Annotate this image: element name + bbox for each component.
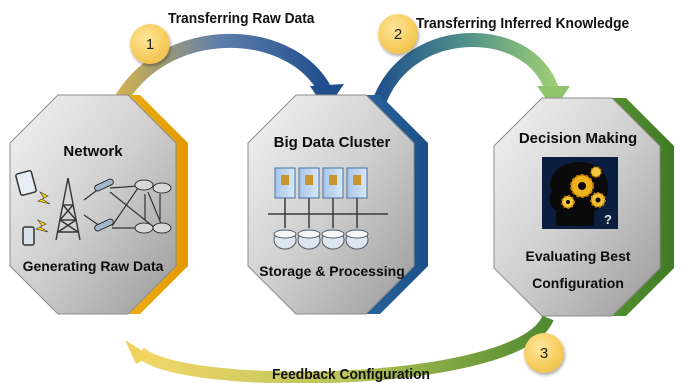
transfer-raw-data-label: Transferring Raw Data [168, 10, 315, 27]
antenna-tower-icon [55, 177, 81, 241]
transfer-knowledge-label: Transferring Inferred Knowledge [416, 15, 630, 32]
decision-title: Decision Making [518, 130, 638, 147]
transfer-knowledge-arrow [369, 33, 559, 114]
step-3-badge: 3 [524, 333, 564, 373]
cluster-title: Big Data Cluster [273, 134, 391, 151]
cluster-bus-lines [268, 198, 388, 228]
database-icon [273, 229, 369, 250]
network-title: Network [63, 143, 123, 160]
router-icon [94, 178, 172, 234]
step-1-badge: 1 [130, 24, 170, 64]
network-caption: Generating Raw Data [22, 258, 164, 274]
step-2-badge: 2 [378, 14, 418, 54]
transfer-raw-data-arrow [105, 33, 333, 121]
svg-text:?: ? [604, 212, 612, 227]
feedback-arrow [135, 315, 554, 383]
tablet-icon [15, 170, 37, 196]
head-gears-icon: ? [542, 157, 618, 229]
decision-caption-line2: Configuration [532, 275, 624, 291]
network-node [9, 94, 188, 315]
phone-icon [22, 226, 35, 246]
decision-caption-line1: Evaluating Best [525, 248, 631, 264]
links-icon [83, 185, 163, 229]
feedback-configuration-label: Feedback Configuration [272, 366, 430, 383]
feedback-arrowhead [125, 340, 150, 364]
lightning-icon [35, 191, 51, 233]
cluster-caption: Storage & Processing [259, 263, 405, 279]
server-rack-icon [274, 167, 368, 199]
cluster-node [247, 94, 428, 315]
